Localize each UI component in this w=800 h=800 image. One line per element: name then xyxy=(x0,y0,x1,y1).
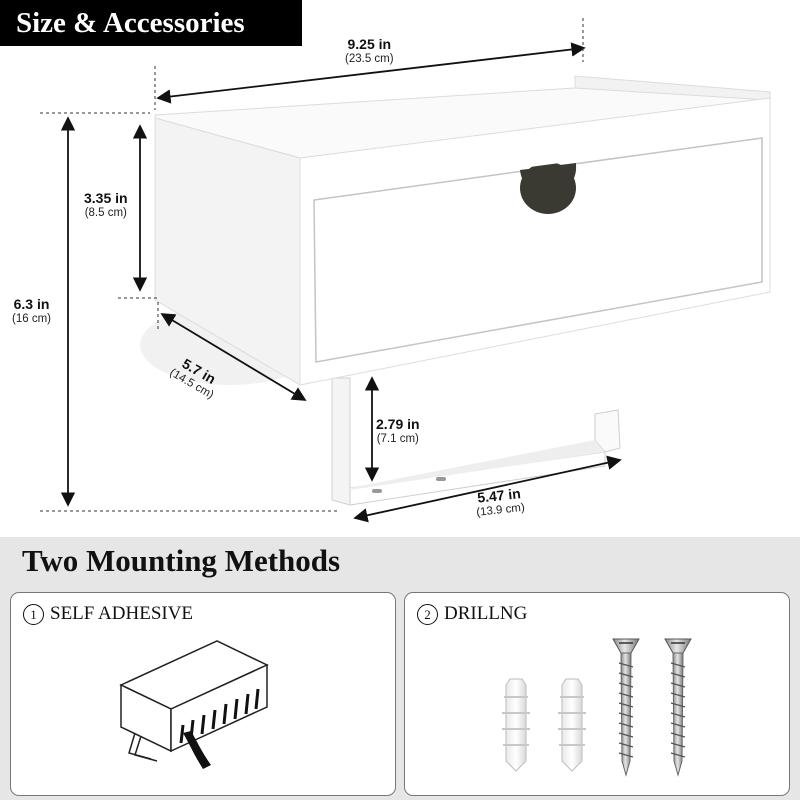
drilling-illustration xyxy=(502,638,692,777)
width-label: 9.25 in (23.5 cm) xyxy=(345,36,394,66)
method-number-1: 1 xyxy=(23,603,44,625)
self-adhesive-label: SELF ADHESIVE xyxy=(50,603,194,624)
mounting-title: Two Mounting Methods xyxy=(22,543,341,578)
peeled-strip xyxy=(183,731,211,769)
holder-length-dimension-line xyxy=(353,455,622,523)
page-title: Size & Accessories xyxy=(0,0,302,46)
drawer-height-label: 3.35 in (8.5 cm) xyxy=(84,190,128,220)
adhesive-strips xyxy=(179,688,260,744)
drilling-panel: 2 DRILLNG xyxy=(404,592,790,796)
drawer-front xyxy=(313,137,763,363)
method-number-2: 2 xyxy=(417,603,438,625)
depth-dimension-line xyxy=(160,313,307,401)
drilling-label: DRILLNG xyxy=(444,603,528,624)
width-metric: (23.5 cm) xyxy=(345,53,394,65)
width-dimension-line xyxy=(156,42,586,104)
product-diagram xyxy=(40,18,771,523)
floating-shelf xyxy=(154,75,771,386)
holder-height-metric: (7.1 cm) xyxy=(376,433,419,445)
wall-plug-icon xyxy=(502,678,530,772)
holder-height-label: 2.79 in (7.1 cm) xyxy=(376,416,420,446)
adhesive-illustration xyxy=(119,640,269,769)
holder-height-imperial: 2.79 in xyxy=(376,416,420,432)
drilling-heading: 2 DRILLNG xyxy=(417,603,527,625)
screw-icon xyxy=(664,638,692,777)
self-adhesive-heading: 1 SELF ADHESIVE xyxy=(23,603,193,625)
screw-icon xyxy=(612,638,640,777)
wall-plug-icon xyxy=(558,678,586,772)
drawer-height-imperial: 3.35 in xyxy=(84,190,128,206)
total-height-label: 6.3 in (16 cm) xyxy=(12,296,51,326)
holder-length-label: 5.47 in (13.9 cm) xyxy=(474,485,526,520)
width-imperial: 9.25 in xyxy=(347,36,392,52)
drawer-height-metric: (8.5 cm) xyxy=(84,207,127,219)
self-adhesive-panel: 1 SELF ADHESIVE xyxy=(10,592,396,796)
total-height-metric: (16 cm) xyxy=(12,313,51,325)
total-height-imperial: 6.3 in xyxy=(13,296,50,312)
